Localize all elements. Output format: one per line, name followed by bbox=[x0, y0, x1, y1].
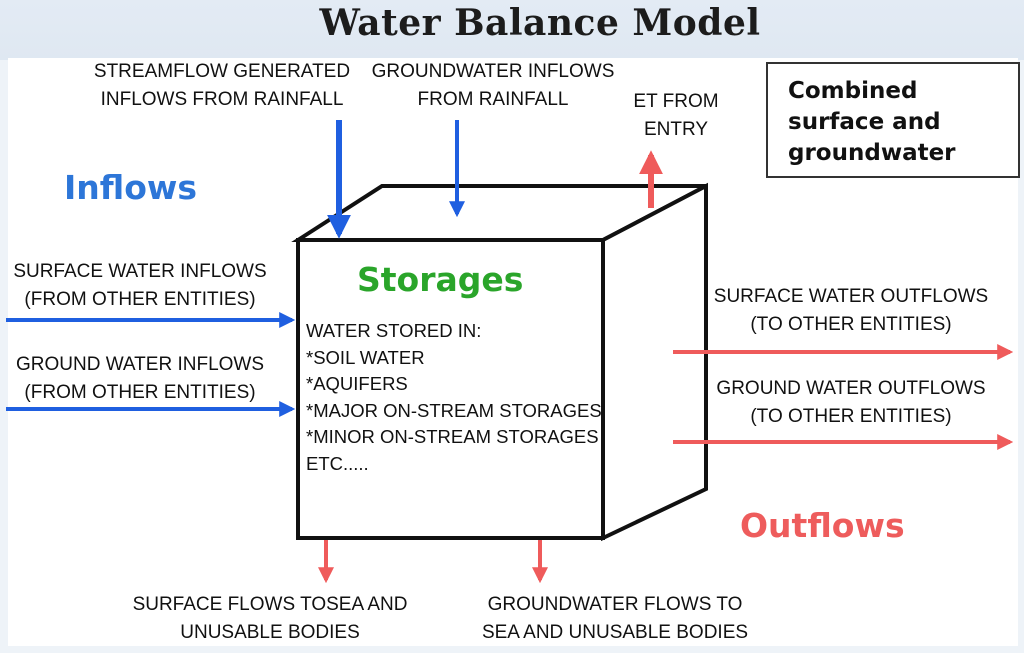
label-line: UNUSABLE BODIES bbox=[180, 622, 360, 643]
label-line: SURFACE FLOWS TOSEA AND bbox=[132, 594, 408, 615]
inflows-heading: Inflows bbox=[64, 168, 198, 207]
surface-outflow-label: SURFACE WATER OUTFLOWS (TO OTHER ENTITIE… bbox=[706, 283, 996, 339]
label-line: ET FROM bbox=[633, 91, 719, 112]
ground-inflow-label: GROUND WATER INFLOWS (FROM OTHER ENTITIE… bbox=[6, 351, 274, 407]
storages-contents: WATER STORED IN: *SOIL WATER *AQUIFERS *… bbox=[306, 318, 602, 477]
label-line: SEA AND UNUSABLE BODIES bbox=[481, 622, 749, 643]
cube-side-face bbox=[601, 182, 708, 542]
storage-line: *MAJOR ON-STREAM STORAGES bbox=[306, 399, 602, 421]
surface-inflow-label: SURFACE WATER INFLOWS (FROM OTHER ENTITI… bbox=[6, 258, 274, 314]
legend-line: Combined bbox=[788, 78, 918, 104]
label-line: (TO OTHER ENTITIES) bbox=[750, 314, 952, 335]
ground-outflow-label: GROUND WATER OUTFLOWS (TO OTHER ENTITIES… bbox=[706, 375, 996, 431]
label-line: ENTRY bbox=[643, 119, 709, 140]
label-line: (TO OTHER ENTITIES) bbox=[750, 406, 952, 427]
et-label: ET FROM ENTRY bbox=[626, 88, 726, 144]
label-line: GROUNDWATER FLOWS TO bbox=[487, 594, 743, 615]
storage-line: ETC..... bbox=[306, 452, 369, 474]
label-line: (FROM OTHER ENTITIES) bbox=[24, 289, 256, 310]
label-line: STREAMFLOW GENERATED bbox=[93, 61, 351, 82]
label-line: INFLOWS FROM RAINFALL bbox=[100, 89, 344, 110]
label-line: GROUNDWATER INFLOWS bbox=[371, 61, 615, 82]
surface-sea-label: SURFACE FLOWS TOSEA AND UNUSABLE BODIES bbox=[122, 591, 418, 647]
groundwater-rainfall-label: GROUNDWATER INFLOWS FROM RAINFALL bbox=[368, 58, 618, 114]
label-line: GROUND WATER INFLOWS bbox=[15, 354, 265, 375]
storage-line: *AQUIFERS bbox=[306, 373, 408, 394]
ground-sea-label: GROUNDWATER FLOWS TO SEA AND UNUSABLE BO… bbox=[470, 591, 760, 647]
streamflow-label: STREAMFLOW GENERATED INFLOWS FROM RAINFA… bbox=[90, 58, 354, 114]
diagram-title: Water Balance Model bbox=[319, 2, 761, 44]
storages-heading: Storages bbox=[357, 260, 524, 299]
legend-line: surface and bbox=[788, 109, 941, 135]
label-line: GROUND WATER OUTFLOWS bbox=[716, 378, 986, 399]
label-line: SURFACE WATER OUTFLOWS bbox=[713, 286, 989, 307]
storage-line: WATER STORED IN: bbox=[306, 320, 482, 341]
storage-cube bbox=[291, 182, 708, 542]
label-line: FROM RAINFALL bbox=[417, 89, 569, 110]
storage-line: *MINOR ON-STREAM STORAGES bbox=[306, 426, 599, 447]
title-band bbox=[0, 0, 1024, 60]
label-line: (FROM OTHER ENTITIES) bbox=[24, 382, 256, 403]
cube-front-face bbox=[296, 238, 605, 540]
storage-line: *SOIL WATER bbox=[306, 346, 425, 368]
legend-line: groundwater bbox=[788, 140, 956, 166]
label-line: SURFACE WATER INFLOWS bbox=[13, 261, 267, 282]
outflows-heading: Outflows bbox=[740, 506, 905, 545]
legend-box: Combined surface and groundwater bbox=[766, 62, 1020, 178]
